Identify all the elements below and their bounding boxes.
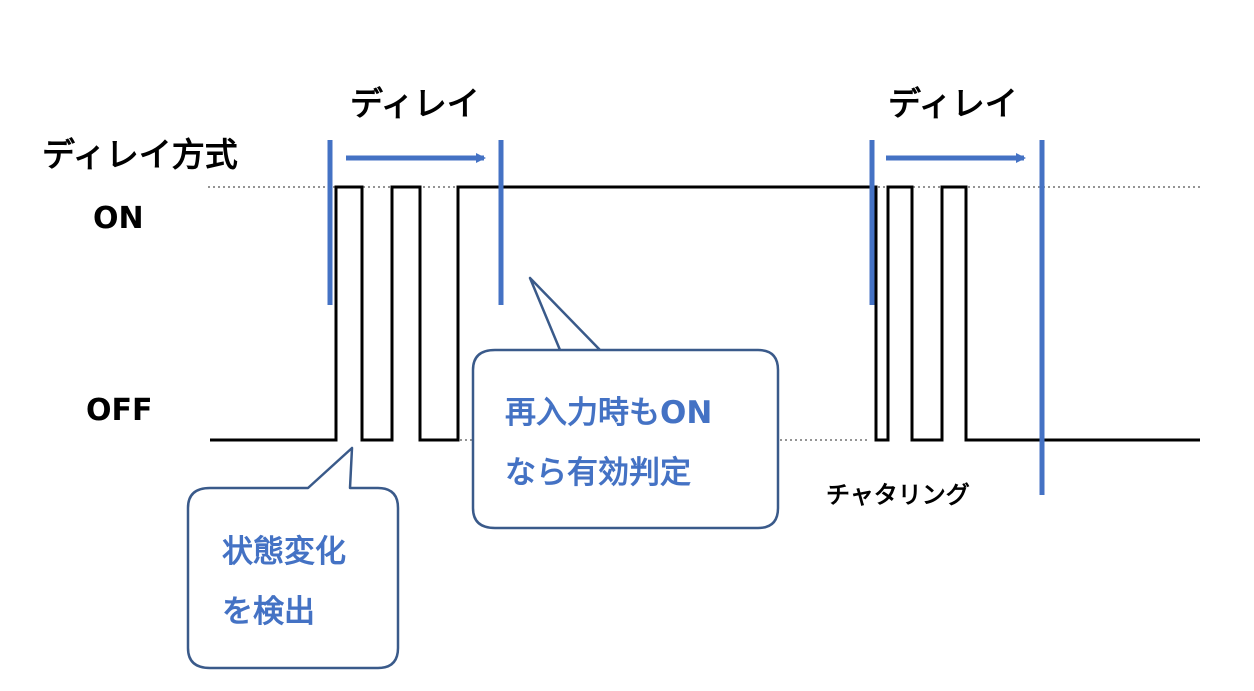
state-change-callout-line-2: を検出 <box>222 594 315 630</box>
state-change-callout <box>186 446 400 670</box>
diagram-title: ディレイ方式 <box>42 135 238 174</box>
off-level-label: OFF <box>86 393 153 428</box>
signal-waveform <box>210 185 1200 442</box>
state-change-callout-line-1: 状態変化 <box>222 534 346 570</box>
reinput-callout-line-1: 再入力時もON <box>505 395 712 431</box>
delay-label-1: ディレイ <box>350 84 480 123</box>
reinput-callout <box>471 276 780 530</box>
reinput-callout-line-2: なら有効判定 <box>505 455 691 491</box>
on-level-label: ON <box>93 201 144 236</box>
chattering-label: チャタリング <box>826 481 970 509</box>
delay-label-2: ディレイ <box>888 84 1018 123</box>
